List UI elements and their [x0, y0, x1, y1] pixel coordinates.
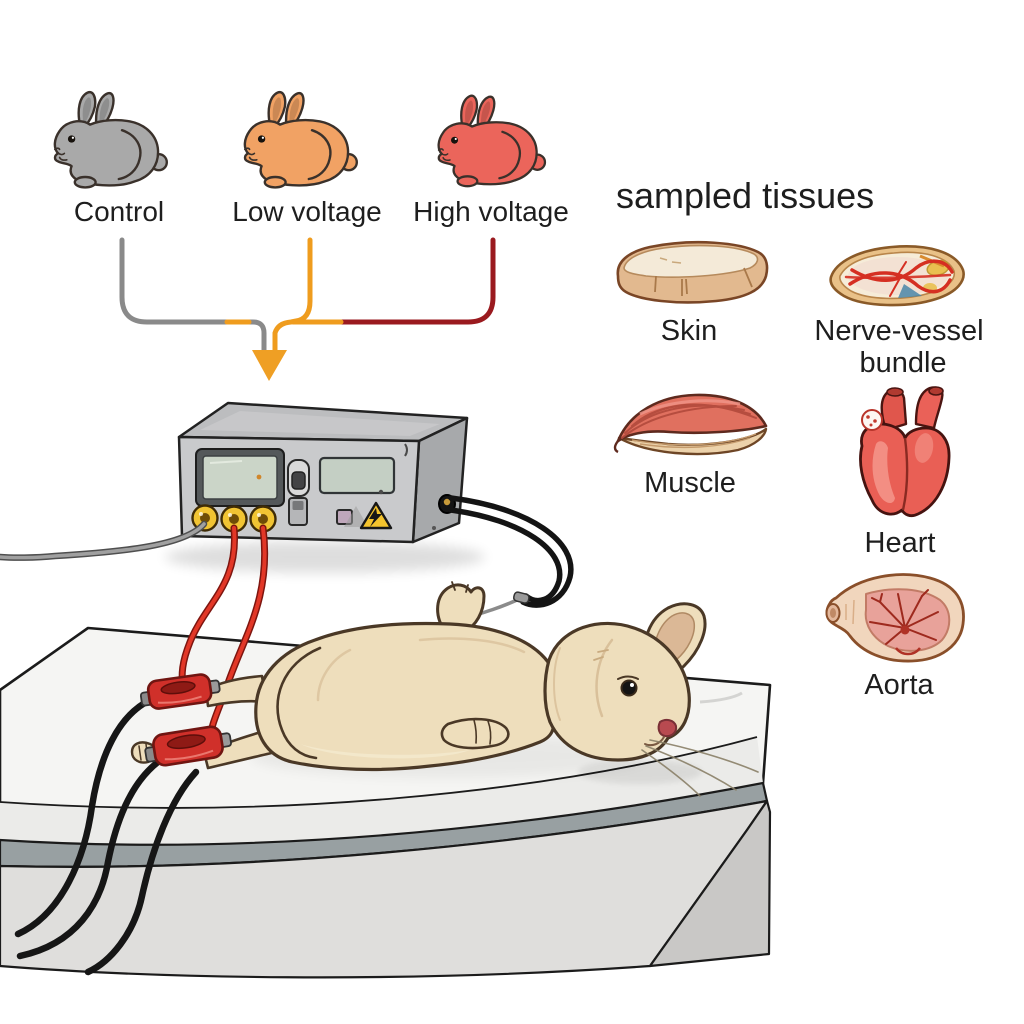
display-indicator-dot: [256, 474, 262, 480]
control-label: Control: [74, 196, 164, 227]
toggle-switch-knob: [291, 471, 306, 490]
stimulator-jack: [220, 505, 248, 533]
electrode-wire: [180, 526, 237, 692]
clamp-cables: [14, 696, 200, 976]
heart-label: Heart: [865, 527, 936, 559]
output-jacks: [191, 504, 277, 533]
group-connector-lines: [119, 237, 496, 355]
tissue-aorta-icon: [825, 573, 965, 663]
muscle-label: Muscle: [644, 467, 736, 499]
rabbit-haunch-line: [276, 646, 322, 760]
control-rabbit-icon: [53, 90, 168, 189]
rabbit-whiskers: [641, 739, 759, 797]
warning-triangle-shadow: [344, 506, 368, 527]
rabbit-leg: [204, 674, 268, 708]
rabbit-head: [543, 621, 691, 762]
low-voltage-label: Low voltage: [232, 196, 381, 227]
warning-triangle-icon: [359, 501, 393, 530]
electrode-clamp: [144, 725, 232, 767]
nerve-vessel-label-line1: Nerve-vessel: [814, 315, 983, 347]
electrode-clamp: [139, 673, 221, 710]
control-wire: [119, 237, 267, 355]
merge-arrow-icon: [252, 350, 287, 381]
stimulator-jack: [191, 504, 219, 532]
clamp-cable: [14, 696, 154, 938]
rabbit-leg: [202, 728, 278, 770]
low-voltage-rabbit-icon: [243, 90, 358, 189]
electrode-wire: [208, 526, 267, 742]
stimulator-jack: [249, 505, 277, 533]
device-shadow: [165, 541, 485, 573]
rabbit-eye: [620, 679, 638, 697]
stimulator-device-illustration: [177, 401, 469, 544]
aorta-label: Aorta: [864, 669, 934, 701]
sampled-tissues-title: sampled tissues: [616, 175, 874, 216]
high-voltage-wire: [338, 237, 496, 325]
cable-ferrule: [512, 591, 530, 604]
output-cable: [448, 495, 574, 608]
clamp-cable: [84, 768, 200, 976]
clamp-cable: [16, 758, 162, 960]
cut-vessel-stump: [861, 409, 883, 431]
rabbit-nose: [657, 718, 678, 738]
tissue-nerve-vessel-icon: [829, 245, 965, 307]
rabbit-hind-foot: [436, 583, 486, 634]
stimulator-display-left: [202, 455, 278, 500]
nerve-vessel-label-line2: bundle: [859, 347, 946, 379]
stimulator-display-right: [318, 456, 396, 495]
ground-wire: [0, 522, 206, 560]
high-voltage-rabbit-icon: [437, 94, 547, 188]
skin-label: Skin: [661, 315, 717, 347]
rabbit-front-paw: [440, 717, 510, 750]
low-voltage-wire: [272, 237, 313, 355]
output-cable: [448, 507, 563, 604]
device-wires: [0, 495, 574, 744]
anesthetized-rabbit-illustration: [130, 581, 759, 797]
tissue-heart-icon: [859, 386, 951, 518]
tissue-skin-icon: [616, 240, 769, 304]
high-voltage-label: High voltage: [413, 196, 569, 227]
tissue-muscle-icon: [613, 393, 768, 456]
